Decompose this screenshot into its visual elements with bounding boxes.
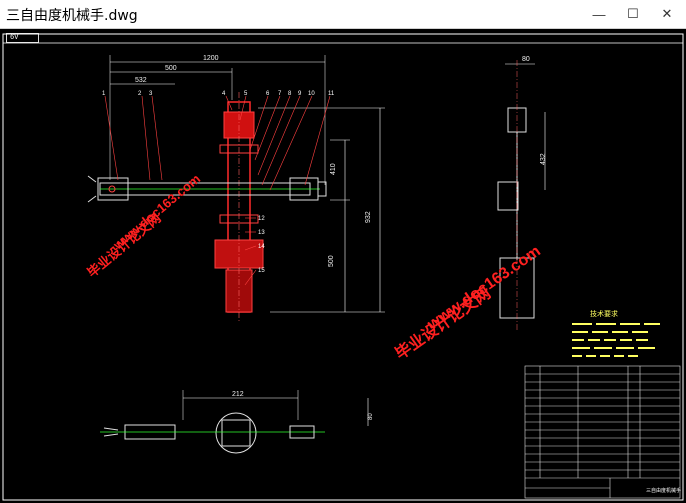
dim-total-width: 1200 [203, 55, 219, 62]
dim-plan-height: 80 [368, 413, 374, 420]
dim-base-width: 212 [232, 391, 244, 398]
label-3: 3 [149, 91, 153, 97]
front-view: 1200 500 532 410 500 932 [87, 55, 385, 322]
dim-inner-width: 532 [135, 77, 147, 84]
label-7: 7 [278, 91, 282, 97]
label-11: 11 [328, 91, 335, 97]
label-8: 8 [288, 91, 292, 97]
label-13: 13 [258, 230, 265, 236]
label-1: 1 [102, 91, 106, 97]
dim-side-height: 432 [540, 153, 547, 165]
notes-title: 技术要求 [590, 309, 618, 318]
label-4: 4 [222, 91, 226, 97]
plan-view: 212 80 [100, 390, 374, 454]
dim-tower-lower: 500 [328, 255, 335, 267]
label-5: 5 [244, 91, 248, 97]
close-button[interactable]: ✕ [650, 0, 684, 28]
cad-drawing: 1200 500 532 410 500 932 [2, 33, 684, 501]
maximize-button[interactable]: ☐ [616, 0, 650, 28]
label-15: 15 [258, 268, 265, 274]
close-icon: ✕ [661, 6, 673, 21]
label-10: 10 [308, 91, 315, 97]
drawing-canvas[interactable]: 6V 1200 500 532 410 500 932 [0, 29, 686, 503]
minimize-icon: — [592, 6, 606, 22]
watermark-cn-left: 毕业设计论文网 [84, 210, 163, 280]
label-9: 9 [298, 91, 302, 97]
label-2: 2 [138, 91, 142, 97]
minimize-button[interactable]: — [582, 0, 616, 28]
title-bar: 三自由度机械手.dwg — ☐ ✕ [0, 0, 686, 29]
dim-side-top: 80 [522, 56, 530, 63]
dim-tower-upper: 410 [330, 163, 337, 175]
title-block [524, 365, 681, 499]
maximize-icon: ☐ [627, 6, 639, 21]
title-block-name: 三自由度机械手 [646, 487, 681, 494]
window-title: 三自由度机械手.dwg [6, 8, 138, 24]
watermark-cn-right: 毕业设计论文网 [391, 283, 494, 363]
label-14: 14 [258, 244, 265, 250]
label-6: 6 [266, 91, 270, 97]
tech-notes: 技术要求 [572, 309, 660, 357]
label-12: 12 [258, 216, 265, 222]
drawing-border [2, 33, 684, 501]
base-circle [215, 412, 257, 454]
dim-arm-length: 500 [165, 65, 177, 72]
gripper [97, 177, 129, 201]
dim-total-height: 932 [365, 211, 372, 223]
side-view: 80 432 [497, 56, 547, 330]
